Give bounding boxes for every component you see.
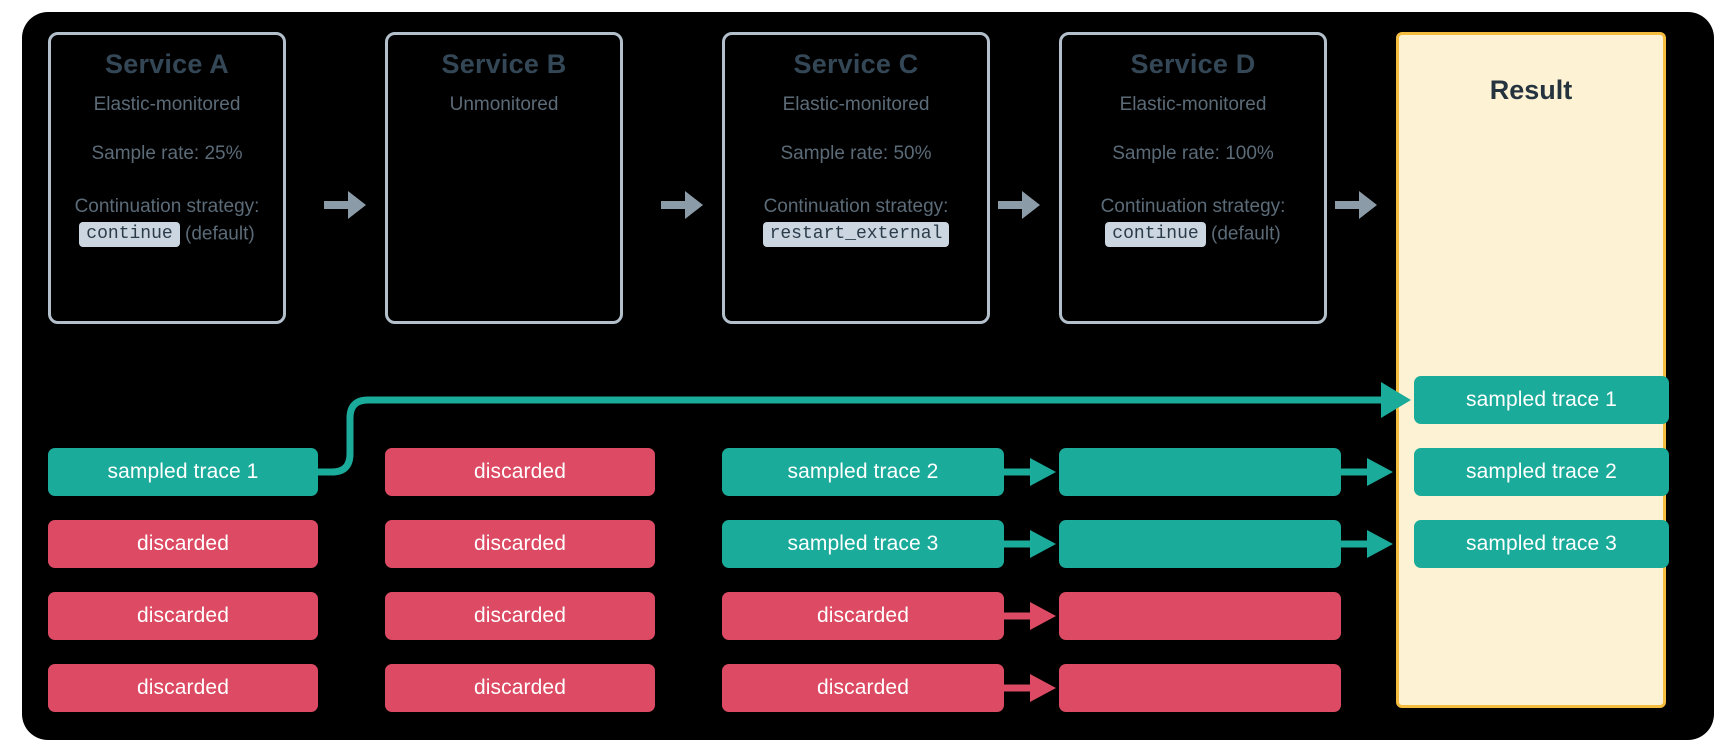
trace-label: discarded xyxy=(137,676,229,699)
service-box-d: Service D Elastic-monitored Sample rate:… xyxy=(1059,32,1327,324)
service-strategy-line: continue (default) xyxy=(1062,222,1324,248)
service-box-b: Service B Unmonitored xyxy=(385,32,623,324)
trace-pill-b-4: discarded xyxy=(385,664,655,712)
trace-label: sampled trace 3 xyxy=(787,532,939,555)
service-title: Service B xyxy=(441,49,567,79)
trace-label: sampled trace 1 xyxy=(107,460,259,483)
trace-label: discarded xyxy=(474,532,566,555)
trace-pill-b-1: discarded xyxy=(385,448,655,496)
result-item-3: sampled trace 3 xyxy=(1414,520,1669,568)
trace-label: discarded xyxy=(474,604,566,627)
trace-pill-d-2 xyxy=(1059,520,1341,568)
strategy-code-badge: restart_external xyxy=(762,222,950,248)
strategy-default-note: (default) xyxy=(1211,223,1281,245)
continuation-text: Continuation strategy: xyxy=(74,195,260,217)
trace-pill-a-1: sampled trace 1 xyxy=(48,448,318,496)
continuation-text: Continuation strategy: xyxy=(763,195,949,217)
trace-pill-a-2: discarded xyxy=(48,520,318,568)
service-continuation-label: Continuation strategy: xyxy=(1062,195,1324,219)
service-title: Service D xyxy=(1130,49,1256,79)
result-title: Result xyxy=(1489,75,1573,105)
service-box-a: Service A Elastic-monitored Sample rate:… xyxy=(48,32,286,324)
service-sample-rate: Sample rate: 100% xyxy=(1112,142,1274,164)
service-sample-rate: Sample rate: 50% xyxy=(780,142,932,164)
trace-label: discarded xyxy=(474,676,566,699)
result-item-label: sampled trace 3 xyxy=(1466,532,1617,555)
trace-pill-a-4: discarded xyxy=(48,664,318,712)
service-continuation-label: Continuation strategy: xyxy=(51,195,283,219)
trace-label: discarded xyxy=(817,676,909,699)
trace-pill-a-3: discarded xyxy=(48,592,318,640)
strategy-code-badge: continue xyxy=(79,222,180,248)
service-title: Service C xyxy=(793,49,919,79)
service-strategy-line: restart_external xyxy=(725,222,987,248)
trace-pill-d-1 xyxy=(1059,448,1341,496)
service-sample-rate: Sample rate: 25% xyxy=(91,142,243,164)
trace-pill-c-3: discarded xyxy=(722,592,1004,640)
service-box-c: Service C Elastic-monitored Sample rate:… xyxy=(722,32,990,324)
service-monitoring: Elastic-monitored xyxy=(1119,94,1267,116)
service-monitoring: Elastic-monitored xyxy=(782,94,930,116)
trace-pill-d-4 xyxy=(1059,664,1341,712)
trace-pill-c-2: sampled trace 3 xyxy=(722,520,1004,568)
continuation-text: Continuation strategy: xyxy=(1100,195,1286,217)
service-strategy-line: continue (default) xyxy=(51,222,283,248)
service-monitoring: Unmonitored xyxy=(449,94,559,116)
trace-pill-d-3 xyxy=(1059,592,1341,640)
service-continuation-label: Continuation strategy: xyxy=(725,195,987,219)
arrow-right-icon-b-c xyxy=(661,191,703,219)
strategy-default-note: (default) xyxy=(185,223,255,245)
arrow-right-icon-a-b xyxy=(324,191,366,219)
result-item-label: sampled trace 1 xyxy=(1466,388,1617,411)
trace-label: discarded xyxy=(137,604,229,627)
trace-label: discarded xyxy=(137,532,229,555)
service-title: Service A xyxy=(105,49,229,79)
arrow-right-icon-d-result xyxy=(1335,191,1377,219)
arrow-right-icon-c-d xyxy=(998,191,1040,219)
trace-pill-b-2: discarded xyxy=(385,520,655,568)
service-monitoring: Elastic-monitored xyxy=(93,94,241,116)
trace-pill-b-3: discarded xyxy=(385,592,655,640)
trace-label: sampled trace 2 xyxy=(787,460,939,483)
strategy-code-badge: continue xyxy=(1105,222,1206,248)
trace-label: discarded xyxy=(474,460,566,483)
trace-pill-c-1: sampled trace 2 xyxy=(722,448,1004,496)
result-item-2: sampled trace 2 xyxy=(1414,448,1669,496)
trace-label: discarded xyxy=(817,604,909,627)
result-panel: Result xyxy=(1396,32,1666,708)
result-item-label: sampled trace 2 xyxy=(1466,460,1617,483)
result-item-1: sampled trace 1 xyxy=(1414,376,1669,424)
trace-pill-c-4: discarded xyxy=(722,664,1004,712)
